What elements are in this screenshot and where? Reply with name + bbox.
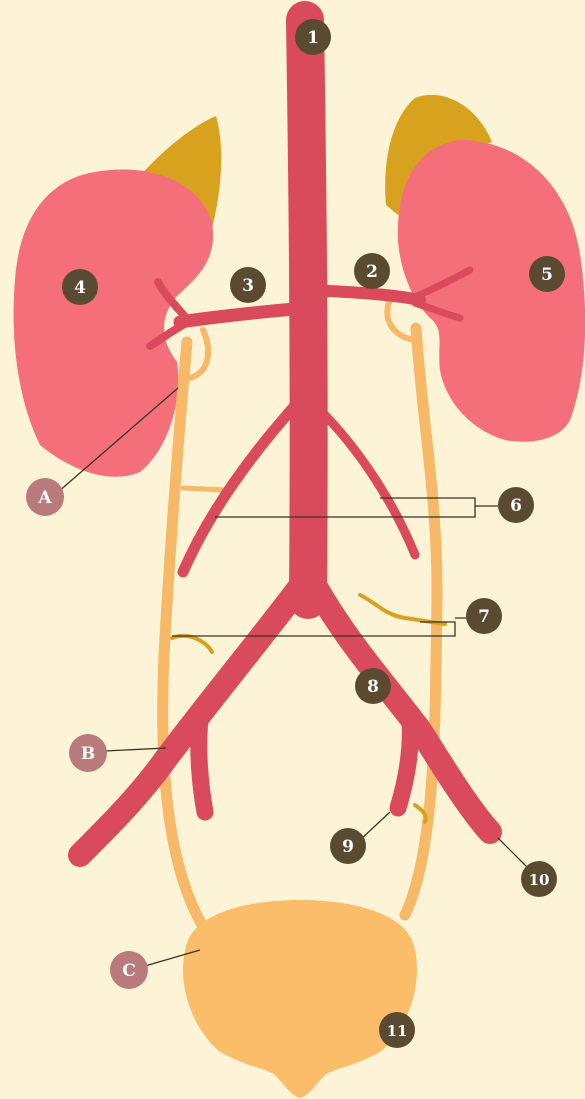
letter-badges: A B C [26,478,148,989]
label-8: 8 [355,668,391,704]
left-renal-pelvis [190,330,208,378]
svg-text:1: 1 [307,28,319,48]
label-7: 7 [466,598,502,634]
svg-text:C: C [122,961,136,981]
bladder [183,900,417,1098]
svg-text:4: 4 [74,278,86,298]
left-mesenteric-artery [183,400,300,572]
label-b: B [69,734,107,772]
leader-10 [498,838,530,870]
left-ureteric-branch [183,488,225,490]
label-a: A [26,478,64,516]
svg-text:A: A [37,488,52,508]
label-9: 9 [330,828,366,864]
label-3: 3 [230,267,266,303]
label-5: 5 [529,256,565,292]
leader-b [105,748,166,751]
right-internal-iliac-artery [398,720,410,808]
label-10: 10 [521,861,557,897]
left-renal-artery [180,308,305,322]
svg-text:6: 6 [510,496,522,516]
label-4: 4 [62,269,98,305]
svg-text:5: 5 [541,265,553,285]
leader-6 [215,498,498,517]
svg-text:B: B [81,744,95,764]
label-c: C [110,951,148,989]
svg-text:8: 8 [367,677,379,697]
label-11: 11 [379,1012,415,1048]
svg-text:3: 3 [242,276,254,296]
leader-9 [360,812,390,840]
right-mesenteric-artery [320,410,415,555]
svg-text:10: 10 [529,871,550,889]
svg-text:7: 7 [478,607,490,627]
left-gonadal-vessel [172,636,212,652]
svg-text:9: 9 [342,837,354,857]
right-renal-pelvis [387,300,414,340]
left-internal-iliac-artery [199,720,205,812]
label-1: 1 [295,19,331,55]
svg-text:11: 11 [387,1022,408,1040]
label-6: 6 [498,487,534,523]
label-2: 2 [354,253,390,289]
svg-text:2: 2 [366,262,378,282]
